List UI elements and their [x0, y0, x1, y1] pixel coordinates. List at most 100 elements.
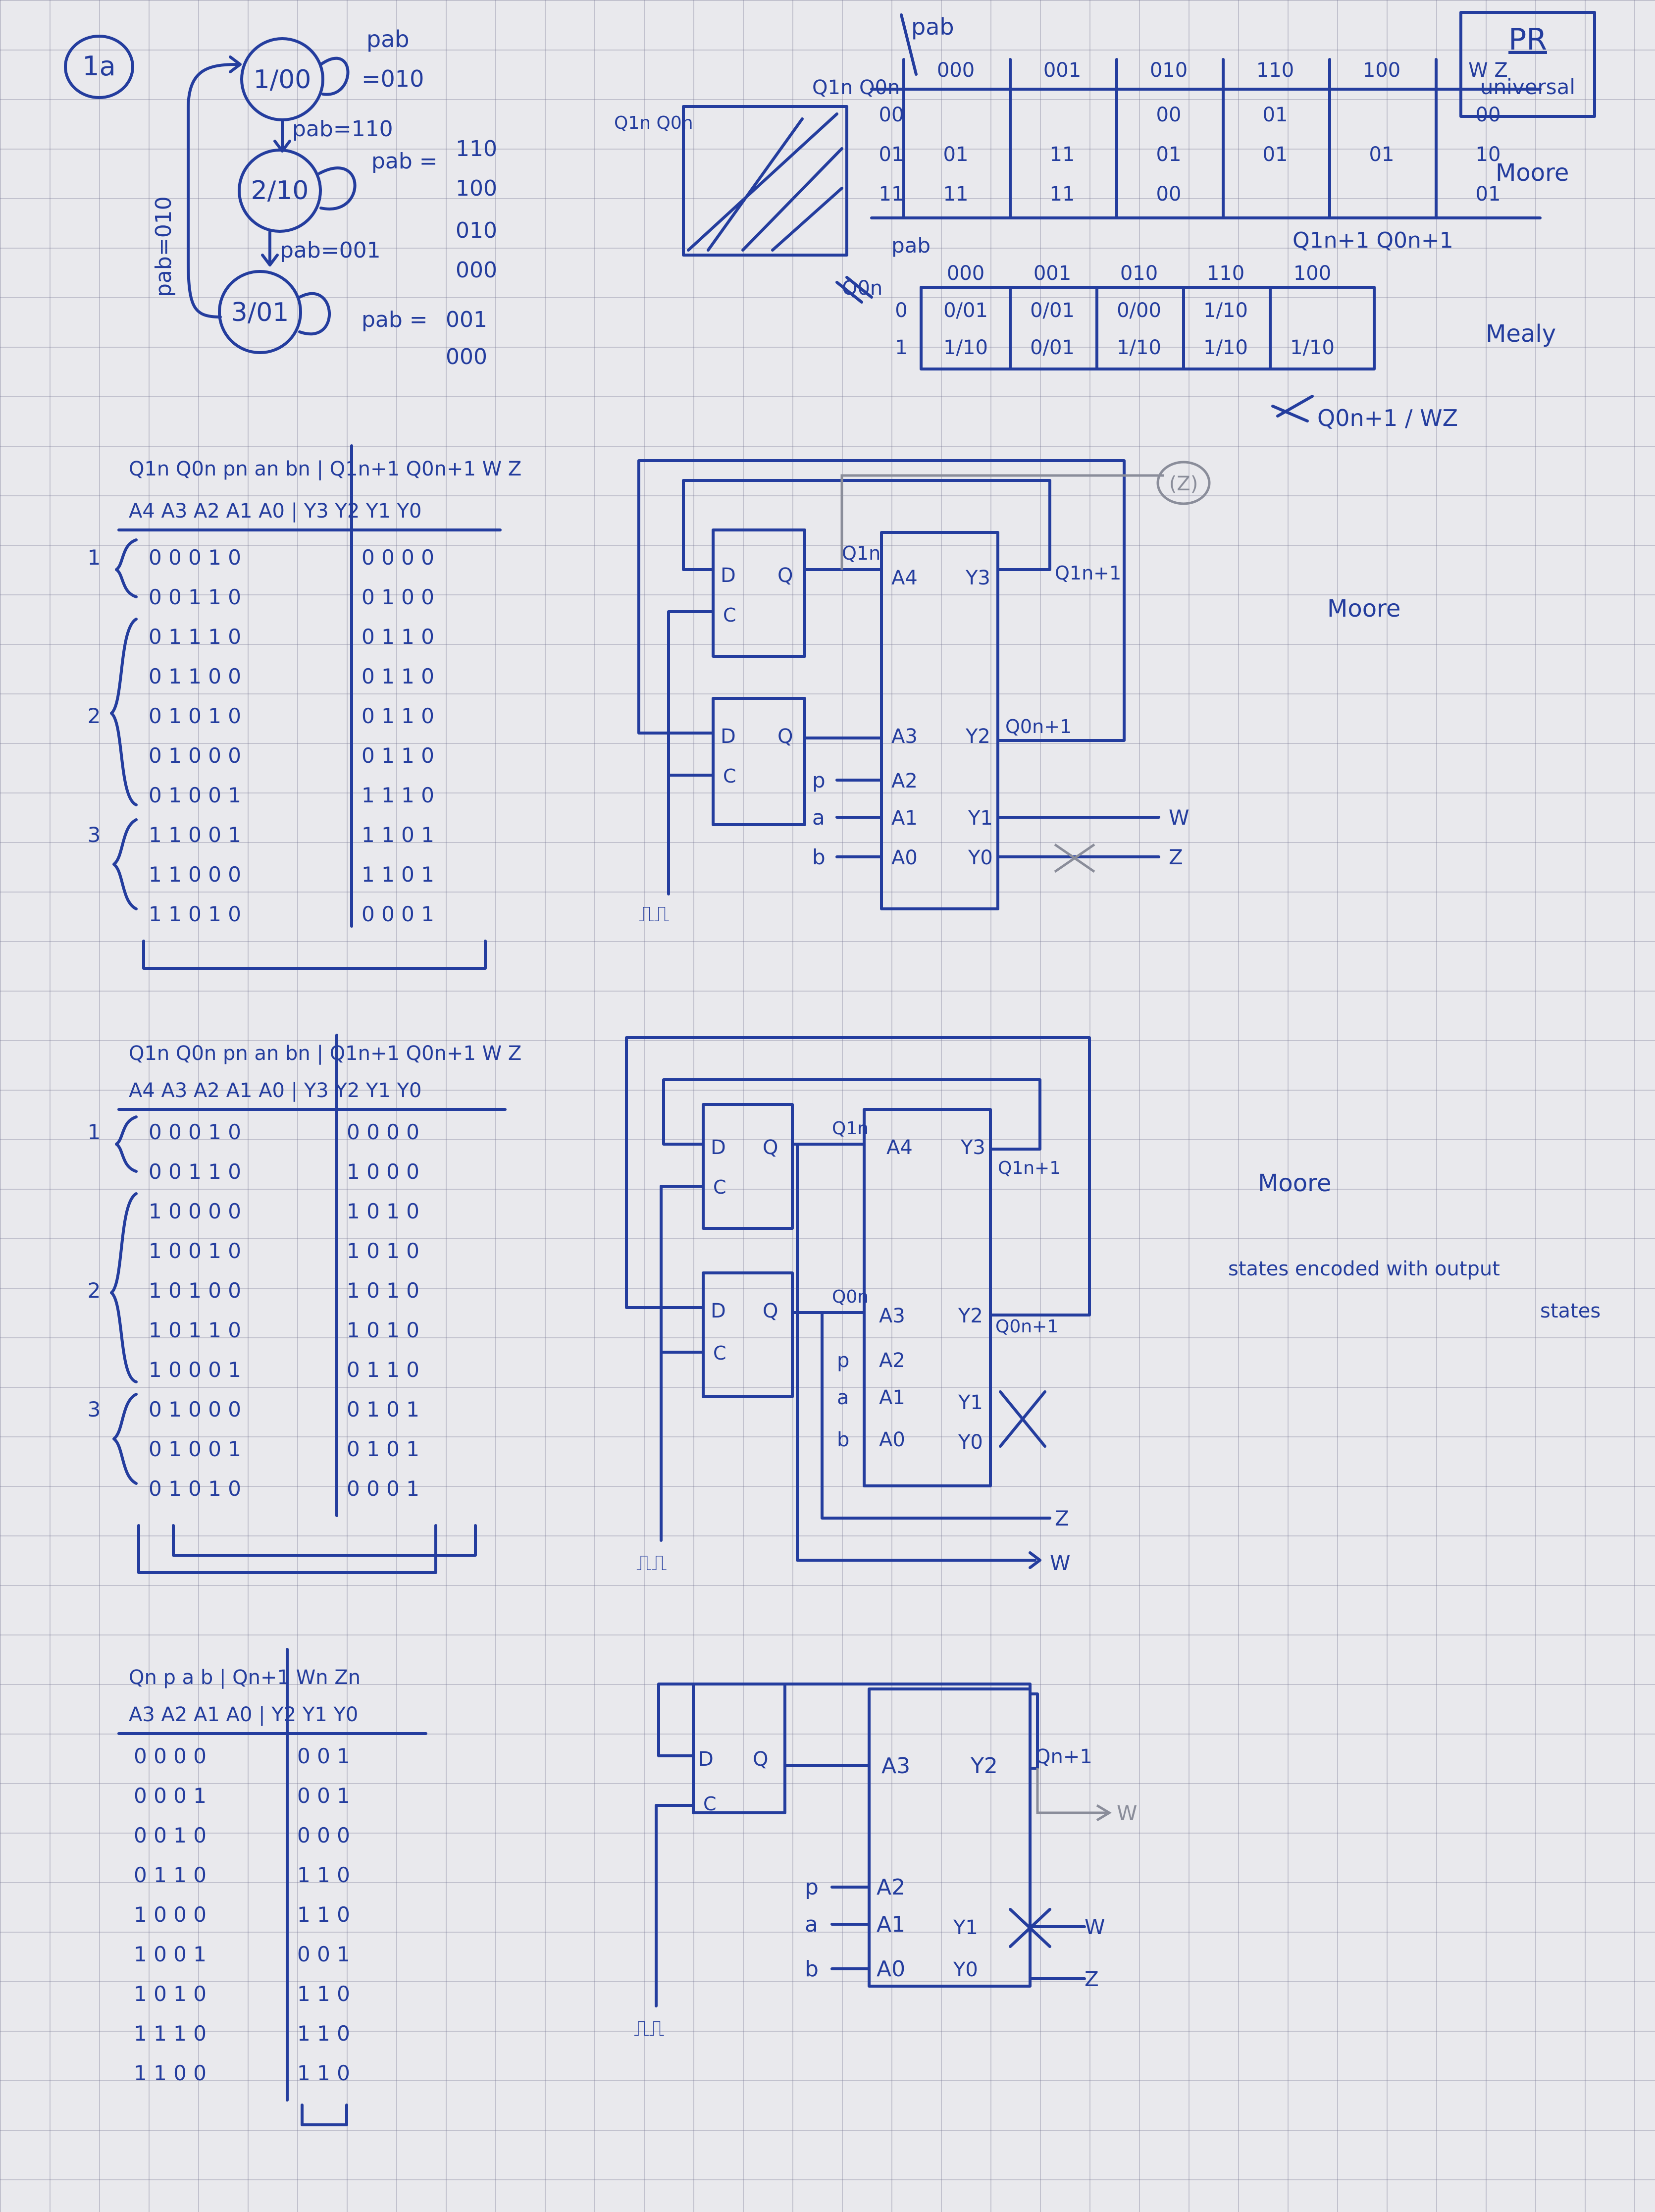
- loop2-prefix: pab =: [371, 149, 438, 174]
- table2-row-outputs: 0 1 0 1: [347, 1437, 419, 1461]
- table1-header: Q1n Q0n pn an bn | Q1n+1 Q0n+1 W Z: [129, 458, 521, 480]
- c1-q0next: Q0n+1: [1005, 716, 1072, 737]
- table1-group-label: 2: [88, 704, 101, 728]
- corner-box: PR universal: [1459, 11, 1596, 118]
- c2-ff1-d: D: [711, 1136, 726, 1159]
- table1-row-inputs: 0 1 1 1 0: [149, 625, 241, 649]
- table2-row-inputs: 1 0 0 0 0: [149, 1199, 241, 1223]
- mealy-cell: 1/10: [943, 336, 988, 359]
- mealy-cell: 0/01: [1030, 336, 1075, 359]
- c2-z: Z: [1055, 1506, 1069, 1530]
- moore-col-header: 010: [1150, 59, 1188, 82]
- c2-a1: A1: [879, 1386, 905, 1409]
- mealy-next-label: Q0n+1 / WZ: [1317, 405, 1458, 431]
- c2-q1next: Q1n+1: [998, 1158, 1061, 1178]
- moore-col-header: W Z: [1468, 59, 1508, 82]
- c3-a2: A2: [877, 1875, 905, 1900]
- c1-w: W: [1169, 805, 1190, 830]
- table3-header: Qn p a b | Qn+1 Wn Zn: [129, 1666, 361, 1689]
- table2-row-outputs: 0 1 1 0: [347, 1358, 419, 1382]
- c3-w2: W: [1085, 1915, 1105, 1939]
- table1-row-outputs: 0 0 0 1: [362, 902, 434, 926]
- mealy-cell: 1/10: [1117, 336, 1161, 359]
- c1-p: p: [812, 768, 826, 792]
- table3-row-inputs: 1 0 0 1: [134, 1942, 207, 1966]
- moore-cell: 11: [1050, 143, 1075, 166]
- table1-row-outputs: 1 1 1 0: [362, 783, 434, 807]
- table3-sub: A3 A2 A1 A0 | Y2 Y1 Y0: [129, 1703, 358, 1726]
- mealy-cell: 0/01: [943, 299, 988, 322]
- c3-qnext: Qn+1: [1035, 1745, 1092, 1768]
- mealy-cell: 1/10: [1203, 299, 1248, 322]
- moore-col-header: 001: [1043, 59, 1081, 82]
- loop1-label-b: =010: [362, 65, 424, 92]
- moore-cell: 11: [1050, 183, 1075, 206]
- edge23-label: pab=001: [280, 238, 381, 263]
- mealy-row-state: 1: [895, 336, 907, 359]
- moore-cell: 00: [1156, 104, 1182, 126]
- truth-table-3: Qn p a b | Qn+1 Wn Zn A3 A2 A1 A0 | Y2 Y…: [117, 1648, 427, 2126]
- table3-row-outputs: 1 1 0: [297, 2061, 350, 2085]
- state-diagram: 1/00 pab =010 pab=110 2/10 pab = 110 100…: [151, 26, 497, 369]
- mealy-cell: 1/10: [1203, 336, 1248, 359]
- table3-row-outputs: 1 1 0: [297, 1982, 350, 2006]
- table2-row-outputs: 1 0 1 0: [347, 1239, 419, 1263]
- c1-b: b: [812, 845, 826, 869]
- moore-cell: 11: [943, 183, 969, 206]
- table1-group-label: 3: [88, 823, 101, 847]
- c2-y0: Y0: [958, 1431, 983, 1454]
- table2-row-inputs: 0 0 0 1 0: [149, 1120, 241, 1144]
- c1-a2: A2: [891, 770, 918, 792]
- c1-ff-bottom: [712, 697, 806, 826]
- moore-pab: pab: [911, 13, 954, 40]
- c2-side-label: Moore: [1258, 1169, 1331, 1197]
- table1-row-inputs: 0 0 0 1 0: [149, 545, 241, 570]
- c2-y3: Y3: [960, 1136, 985, 1159]
- table2-row-inputs: 0 1 0 0 1: [149, 1437, 241, 1461]
- loop2-v1: 100: [456, 176, 497, 201]
- table1-row-inputs: 0 0 1 1 0: [149, 585, 241, 609]
- c3-a: a: [805, 1912, 818, 1937]
- table1-row-outputs: 0 1 1 0: [362, 664, 434, 688]
- table2-row-inputs: 1 0 0 1 0: [149, 1239, 241, 1263]
- edge12-label: pab=110: [292, 116, 393, 142]
- table3-row-outputs: 1 1 0: [297, 1863, 350, 1887]
- table3-row-inputs: 0 1 1 0: [134, 1863, 207, 1887]
- c2-b: b: [837, 1428, 849, 1451]
- table2-row-inputs: 0 0 1 1 0: [149, 1159, 241, 1184]
- c1-ff2-c: C: [723, 765, 736, 787]
- loop1-label-a: pab: [366, 26, 410, 53]
- table2-group-label: 3: [88, 1397, 101, 1422]
- c3-y0: Y0: [953, 1958, 978, 1981]
- circuit-2: D Q C D Q C A4 Y3 A3 Y2 A2 A1 Y1 A0 Y0 Q…: [625, 1036, 1601, 1576]
- c1-zc: (Z): [1169, 473, 1198, 495]
- mealy-col-header: 000: [947, 262, 984, 285]
- table1-row-inputs: 0 1 1 0 0: [149, 664, 241, 688]
- c2-ff2-q: Q: [763, 1300, 778, 1322]
- c3-y2: Y2: [970, 1753, 998, 1779]
- c2-ff1-c: C: [713, 1176, 726, 1198]
- moore-cell: 01: [1263, 143, 1288, 166]
- corner-box-line2: universal: [1480, 75, 1575, 99]
- mealy-row-state: 0: [895, 299, 907, 322]
- mealy-cell: 1/10: [1290, 336, 1335, 359]
- table1-row-outputs: 0 1 0 0: [362, 585, 434, 609]
- moore-col-header: 110: [1256, 59, 1294, 82]
- table1-row-outputs: 0 1 1 0: [362, 625, 434, 649]
- c1-q1: Q1n: [842, 542, 880, 564]
- c1-side-label: Moore: [1327, 595, 1400, 623]
- c1-ff1-d: D: [721, 564, 736, 587]
- c1-y1: Y1: [968, 807, 993, 830]
- table3-row-outputs: 1 1 0: [297, 2021, 350, 2046]
- c3-a1: A1: [877, 1912, 905, 1937]
- c2-rom: [863, 1108, 992, 1487]
- c1-ff1-q: Q: [777, 564, 793, 587]
- mealy-col-header: 001: [1034, 262, 1071, 285]
- mealy-cell: 0/01: [1030, 299, 1075, 322]
- c3-a3: A3: [881, 1753, 910, 1779]
- page-label-group: 1a: [64, 35, 134, 99]
- table3-row-outputs: 0 0 1: [297, 1784, 350, 1808]
- c3-ff-q: Q: [753, 1748, 768, 1771]
- c2-p: p: [837, 1349, 849, 1372]
